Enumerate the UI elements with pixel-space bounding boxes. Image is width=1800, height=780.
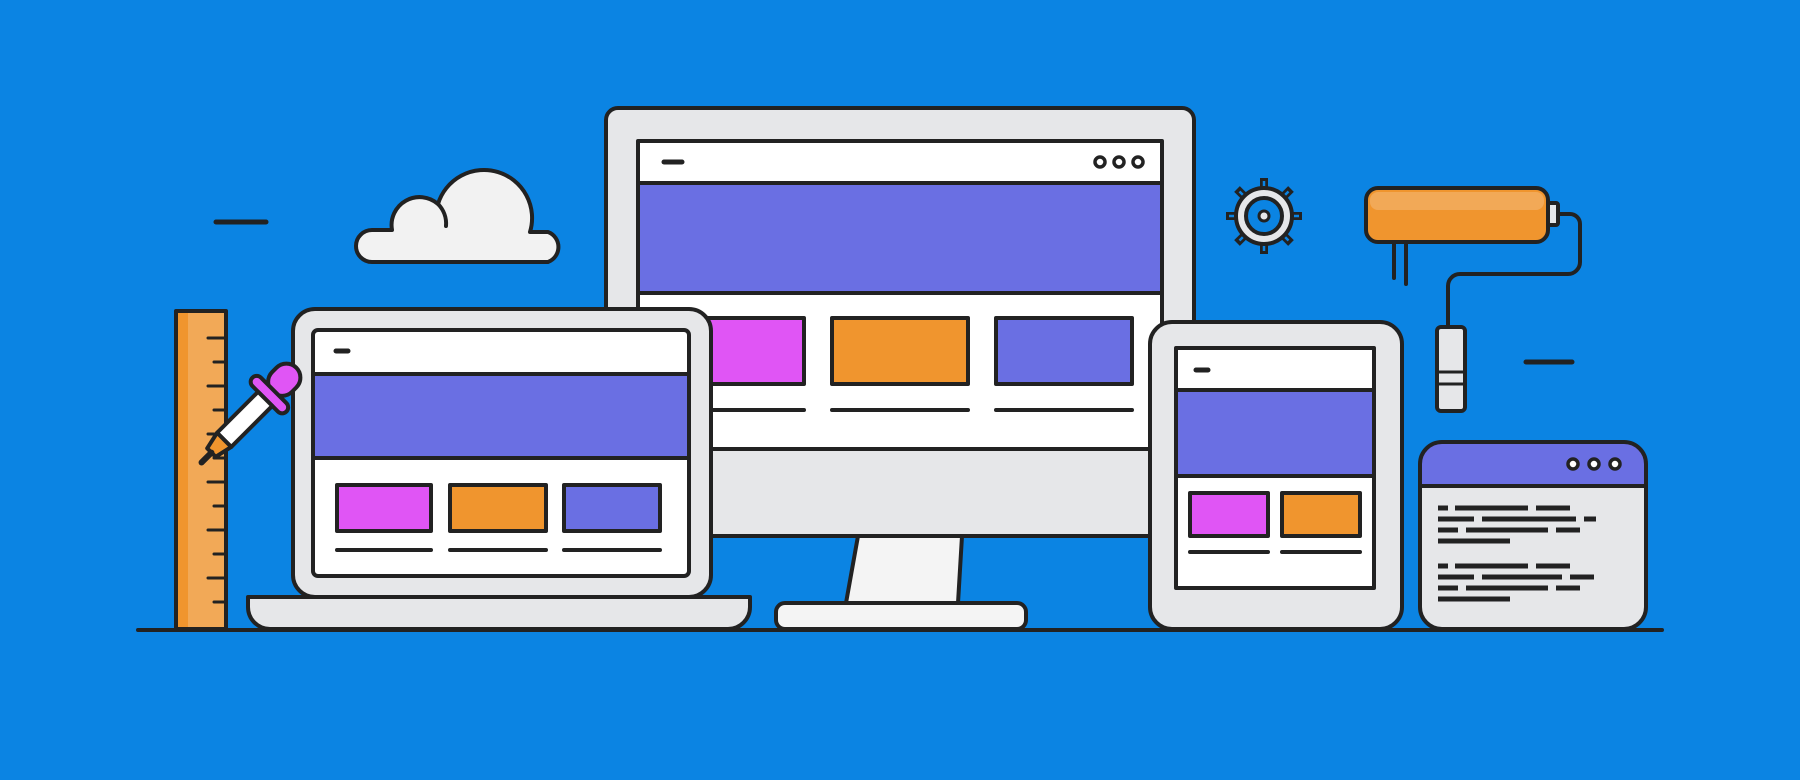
monitor-stand-base	[774, 601, 1028, 631]
ruler-icon	[174, 309, 228, 631]
laptop-card-magenta	[335, 483, 433, 533]
laptop	[246, 307, 752, 631]
monitor-window-dot-1	[1093, 155, 1107, 169]
laptop-hero-banner	[311, 372, 691, 460]
monitor-card-orange	[830, 316, 970, 386]
tablet-hero-banner	[1174, 388, 1376, 478]
browser-window-body	[1418, 484, 1648, 631]
tablet	[1148, 320, 1404, 631]
code-lines	[1438, 505, 1596, 602]
browser-window	[1418, 440, 1648, 631]
gear-icon	[1226, 178, 1302, 254]
desktop-monitor	[604, 106, 1196, 631]
monitor-hero-banner	[636, 181, 1164, 295]
tablet-card-orange	[1280, 491, 1362, 538]
monitor-card-magenta	[704, 316, 806, 386]
monitor-stand-neck	[844, 534, 964, 605]
laptop-card-orange	[448, 483, 548, 533]
monitor-window-dot-3	[1131, 155, 1145, 169]
browser-window-dot-2	[1587, 457, 1601, 471]
tablet-card-magenta	[1188, 491, 1270, 538]
paint-roller-icon	[1364, 186, 1582, 413]
browser-window-header	[1418, 440, 1648, 488]
laptop-card-purple	[562, 483, 662, 533]
browser-window-dot-3	[1608, 457, 1622, 471]
cloud-icon	[354, 167, 561, 264]
laptop-base	[246, 595, 752, 631]
monitor-card-purple	[994, 316, 1134, 386]
color-picker-icon	[198, 361, 303, 466]
monitor-window-dot-2	[1112, 155, 1126, 169]
browser-window-dot-1	[1566, 457, 1580, 471]
